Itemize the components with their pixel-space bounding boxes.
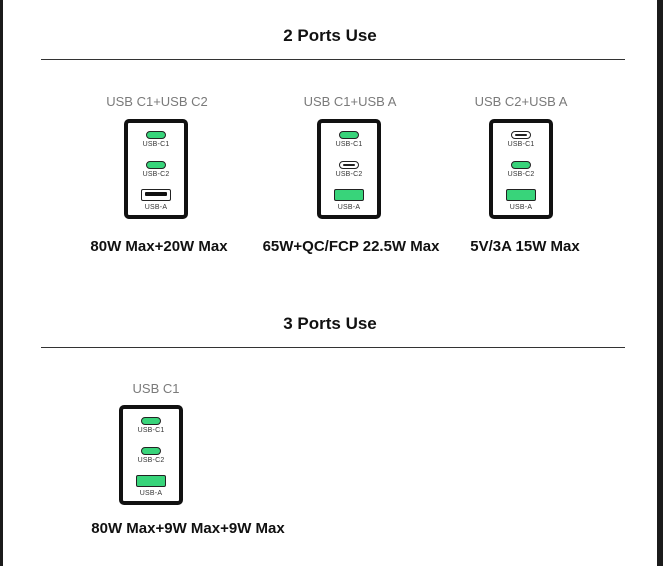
page: 2 Ports Use USB C1+USB C2 USB-C1 USB-C2 … [3,0,657,566]
section-title-two-ports: 2 Ports Use [283,26,377,45]
config-label: USB C1+USB C2 [106,94,208,109]
charger-diagram: USB-C1 USB-C2 USB-A [124,119,188,219]
port-label: USB-C1 [335,141,363,148]
port-label: USB-A [144,204,168,211]
section-divider [41,59,625,60]
usb-c-icon [141,417,161,425]
charger-diagram: USB-C1 USB-C2 USB-A [489,119,553,219]
port-label: USB-C2 [507,171,535,178]
port-label: USB-C2 [142,171,170,178]
port-label: USB-C2 [137,457,165,464]
port-label: USB-A [139,490,163,497]
config-label: USB C2+USB A [474,94,568,109]
section-title-three-ports: 3 Ports Use [283,314,377,333]
power-output-label: 80W Max+9W Max+9W Max [91,520,285,537]
port-label: USB-A [509,204,533,211]
usb-c-icon [339,161,359,169]
usb-c-icon [146,131,166,139]
port-label: USB-C1 [507,141,535,148]
port-label: USB-A [337,204,361,211]
section-divider [41,347,625,348]
config-label: USB C1 [132,381,180,396]
power-output-label: 65W+QC/FCP 22.5W Max [262,238,440,255]
usb-a-icon [136,475,166,487]
usb-c-icon [511,161,531,169]
usb-a-icon [506,189,536,201]
power-output-label: 5V/3A 15W Max [470,238,580,255]
config-label: USB C1+USB A [303,94,397,109]
usb-a-icon [141,189,171,201]
port-label: USB-C1 [137,427,165,434]
usb-c-icon [339,131,359,139]
power-output-label: 80W Max+20W Max [90,238,228,255]
usb-c-icon [146,161,166,169]
usb-c-icon [511,131,531,139]
port-label: USB-C1 [142,141,170,148]
charger-diagram: USB-C1 USB-C2 USB-A [317,119,381,219]
charger-diagram: USB-C1 USB-C2 USB-A [119,405,183,505]
port-label: USB-C2 [335,171,363,178]
usb-a-icon [334,189,364,201]
usb-c-icon [141,447,161,455]
